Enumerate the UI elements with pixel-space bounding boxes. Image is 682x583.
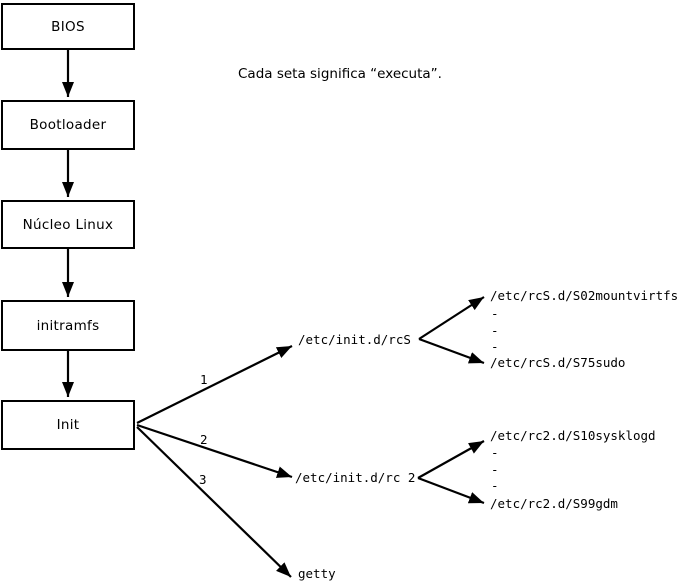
rc2-script-label: /etc/init.d/rc 2 [295, 470, 416, 485]
rc2-last-entry-label: /etc/rc2.d/S99gdm [490, 496, 618, 511]
arrow-legend-note: Cada seta significa “executa”. [238, 66, 442, 82]
box-bootloader: Bootloader [1, 100, 135, 150]
box-initramfs: initramfs [1, 300, 135, 351]
arrow-rc2-to-last-entry [417, 476, 485, 505]
rc2-ellipsis-dash: - [491, 478, 499, 493]
arrow-init-to-rc2 [136, 423, 293, 479]
arrow-rcs-to-last-entry [418, 337, 485, 365]
rcs-script-label: /etc/init.d/rcS [298, 332, 411, 347]
box-bootloader-label: Bootloader [29, 117, 107, 133]
box-init-label: Init [56, 417, 80, 433]
rcs-ellipsis-dash: - [491, 306, 499, 321]
branch-3-number: 3 [199, 472, 207, 487]
box-bios-label: BIOS [51, 18, 85, 35]
rcs-ellipsis-dash: - [491, 323, 499, 338]
rc2-ellipsis-dash: - [491, 462, 499, 477]
arrow-init-to-getty [136, 426, 292, 578]
box-kernel: Núcleo Linux [1, 200, 135, 249]
box-init: Init [1, 400, 135, 450]
rc2-ellipsis-dash: - [491, 445, 499, 460]
rcs-first-entry-label: /etc/rcS.d/S02mountvirtfs [490, 288, 679, 303]
rcs-last-entry-label: /etc/rcS.d/S75sudo [490, 355, 626, 370]
box-kernel-label: Núcleo Linux [22, 216, 114, 233]
arrow-rcs-to-first-entry [418, 296, 485, 340]
box-initramfs-label: initramfs [36, 317, 100, 334]
arrow-rc2-to-first-entry [417, 440, 485, 479]
rcs-ellipsis-dash: - [491, 339, 499, 354]
branch-2-number: 2 [200, 432, 208, 447]
rc2-first-entry-label: /etc/rc2.d/S10sysklogd [490, 428, 656, 443]
branch-1-number: 1 [200, 372, 208, 387]
arrow-init-to-rcs [136, 345, 293, 424]
getty-label: getty [298, 566, 336, 581]
box-bios: BIOS [1, 3, 135, 50]
